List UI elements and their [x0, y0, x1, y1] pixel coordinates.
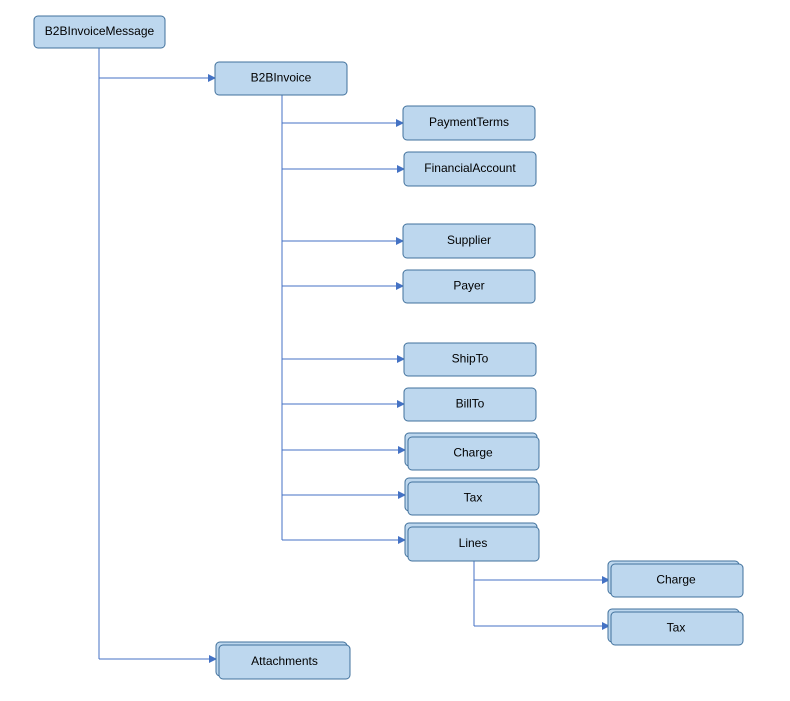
node-payer: Payer [402, 269, 536, 304]
node-attachments: Attachments [215, 641, 351, 680]
node-line-tax: Tax [607, 608, 744, 646]
node-label-line-tax: Tax [667, 621, 686, 635]
node-label-line-charge: Charge [656, 573, 696, 587]
node-financialaccount: FinancialAccount [403, 151, 537, 187]
node-charge: Charge [404, 432, 540, 471]
node-label-payer: Payer [453, 279, 484, 293]
node-label-lines: Lines [459, 536, 488, 550]
node-billto: BillTo [403, 387, 537, 422]
node-label-b2binvoicemessage: B2BInvoiceMessage [45, 24, 155, 38]
node-label-billto: BillTo [456, 397, 485, 411]
node-label-b2binvoice: B2BInvoice [251, 71, 312, 85]
node-label-charge: Charge [453, 446, 493, 460]
node-shipto: ShipTo [403, 342, 537, 377]
connectors [98, 48, 610, 663]
node-b2binvoice: B2BInvoice [214, 61, 348, 96]
node-label-supplier: Supplier [447, 233, 491, 247]
node-line-charge: Charge [607, 560, 744, 598]
node-label-shipto: ShipTo [452, 352, 489, 366]
node-label-attachments: Attachments [251, 654, 318, 668]
node-label-financialaccount: FinancialAccount [424, 161, 516, 175]
node-tax: Tax [404, 477, 540, 516]
node-paymentterms: PaymentTerms [402, 105, 536, 141]
node-supplier: Supplier [402, 223, 536, 259]
node-label-paymentterms: PaymentTerms [429, 115, 509, 129]
node-b2binvoicemessage: B2BInvoiceMessage [33, 15, 166, 49]
node-lines: Lines [404, 522, 540, 562]
node-label-tax: Tax [464, 491, 483, 505]
